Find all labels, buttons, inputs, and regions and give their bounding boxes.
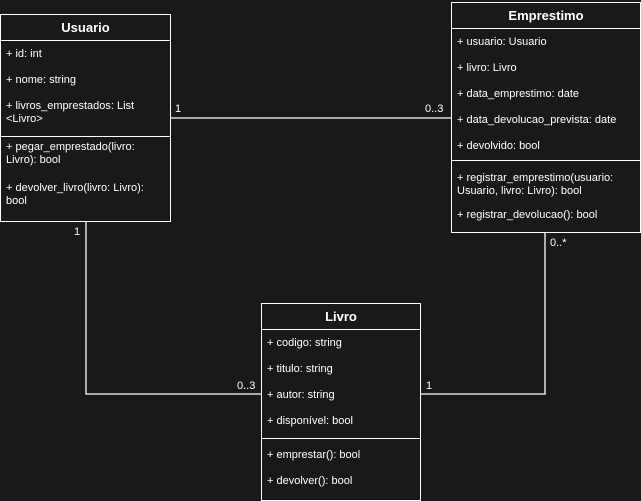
usuario-attribute: + id: int — [6, 48, 42, 60]
association-usuario-livro[interactable] — [85, 222, 261, 395]
association-emprestimo-livro[interactable] — [421, 233, 546, 395]
class-usuario[interactable]: Usuario + id: int + nome: string + livro… — [0, 14, 171, 222]
usuario-method: + pegar_emprestado(livro: Livro): bool — [6, 141, 135, 166]
emprestimo-attribute: + usuario: Usuario — [457, 36, 547, 48]
class-livro-name: Livro — [262, 304, 420, 330]
multiplicity-emprestimo-to-livro-source: 0..* — [550, 237, 567, 249]
emprestimo-method: + registrar_emprestimo(usuario: Usuario,… — [457, 172, 614, 197]
multiplicity-usuario-to-emprestimo-target: 0..3 — [425, 103, 444, 115]
multiplicity-usuario-to-livro-source: 1 — [74, 226, 81, 238]
emprestimo-section-divider — [452, 160, 640, 161]
livro-attribute: + titulo: string — [267, 363, 333, 375]
usuario-method: + devolver_livro(livro: Livro): bool — [6, 182, 144, 207]
emprestimo-method: + registrar_devolucao(): bool — [457, 209, 598, 221]
multiplicity-usuario-to-livro-target: 0..3 — [237, 380, 256, 392]
emprestimo-attribute: + devolvido: bool — [457, 140, 540, 152]
emprestimo-attribute: + livro: Livro — [457, 62, 517, 74]
usuario-attribute: + nome: string — [6, 74, 77, 86]
class-emprestimo[interactable]: Emprestimo + usuario: Usuario + livro: L… — [451, 2, 641, 233]
class-emprestimo-name: Emprestimo — [452, 3, 640, 29]
livro-attribute: + codigo: string — [267, 337, 342, 349]
multiplicity-usuario-to-emprestimo-source: 1 — [175, 103, 182, 115]
emprestimo-attribute: + data_devolucao_prevista: date — [457, 114, 617, 126]
emprestimo-attribute: + data_emprestimo: date — [457, 88, 579, 100]
livro-method: + devolver(): bool — [267, 475, 353, 487]
livro-section-divider — [262, 438, 420, 439]
livro-attribute: + disponível: bool — [267, 415, 353, 427]
usuario-attribute: + livros_emprestados: List <Livro> — [6, 100, 135, 125]
class-livro[interactable]: Livro + codigo: string + titulo: string … — [261, 303, 421, 501]
usuario-section-divider — [1, 136, 170, 137]
class-usuario-name: Usuario — [1, 15, 170, 41]
multiplicity-emprestimo-to-livro-target: 1 — [426, 380, 433, 392]
livro-attribute: + autor: string — [267, 389, 335, 401]
livro-method: + emprestar(): bool — [267, 449, 361, 461]
